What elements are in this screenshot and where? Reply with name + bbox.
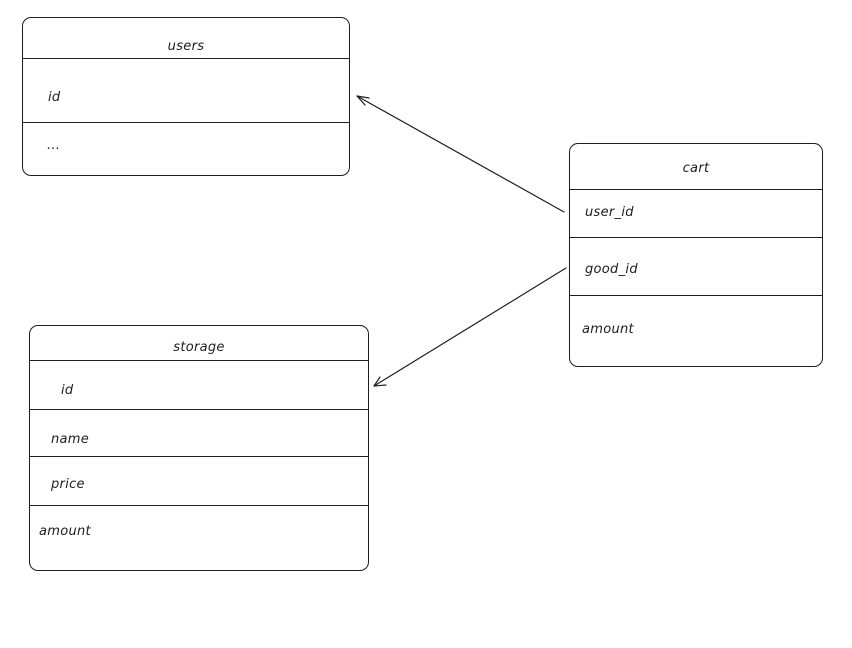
arrow-cart-to-storage bbox=[373, 267, 567, 387]
entity-storage-divider bbox=[29, 456, 369, 457]
entity-users[interactable]: users id ... bbox=[22, 17, 350, 176]
arrow-cart-to-users bbox=[356, 95, 565, 213]
entity-cart-field-amount: amount bbox=[582, 322, 634, 337]
entity-cart[interactable]: cart user_id good_id amount bbox=[569, 143, 823, 367]
entity-storage-field-amount: amount bbox=[39, 524, 91, 539]
entity-cart-title: cart bbox=[682, 161, 710, 176]
entity-storage-divider bbox=[29, 409, 369, 410]
entity-users-divider bbox=[22, 122, 350, 123]
entity-cart-divider bbox=[569, 295, 823, 296]
entity-users-divider bbox=[22, 58, 350, 59]
entity-cart-field-user-id: user_id bbox=[585, 205, 634, 220]
entity-users-field-more: ... bbox=[47, 138, 61, 153]
entity-storage-field-name: name bbox=[51, 432, 90, 447]
entity-storage-field-price: price bbox=[51, 477, 85, 492]
entity-storage[interactable]: storage id name price amount bbox=[29, 325, 369, 571]
entity-storage-title: storage bbox=[173, 340, 225, 355]
entity-storage-divider bbox=[29, 505, 369, 506]
entity-storage-field-id: id bbox=[61, 383, 74, 398]
arrowhead-storage bbox=[373, 376, 387, 387]
arrowhead-users bbox=[356, 95, 370, 106]
entity-cart-divider bbox=[569, 189, 823, 190]
entity-users-title: users bbox=[167, 39, 205, 54]
entity-users-field-id: id bbox=[48, 90, 61, 105]
entity-cart-divider bbox=[569, 237, 823, 238]
entity-cart-field-good-id: good_id bbox=[585, 262, 638, 277]
entity-storage-divider bbox=[29, 360, 369, 361]
